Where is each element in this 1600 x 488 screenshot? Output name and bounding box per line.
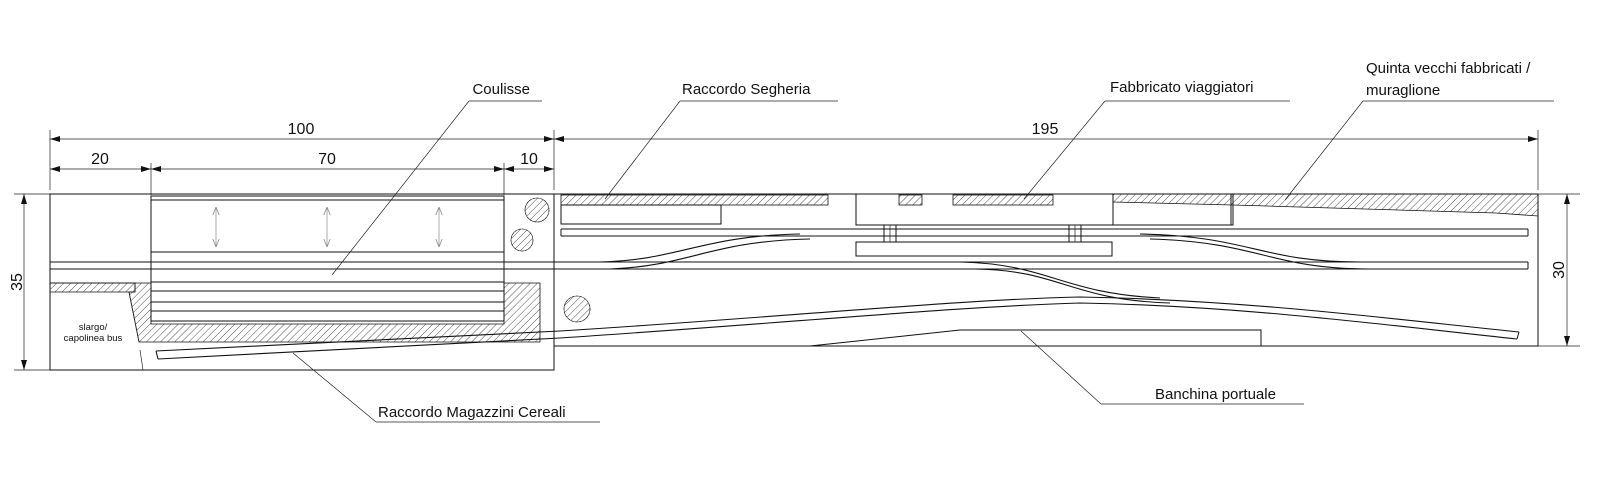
upper-track <box>560 228 1529 237</box>
segheria-building <box>560 204 722 225</box>
label-quinta-line2: muraglione <box>1366 82 1440 99</box>
label-coulisse: Coulisse <box>472 81 530 98</box>
label-raccordo-magazzini: Raccordo Magazzini Cereali <box>378 404 566 421</box>
coulisse-fiddle-yard <box>150 195 505 322</box>
segheria-wall <box>560 194 829 206</box>
label-raccordo-segheria: Raccordo Segheria <box>682 81 811 98</box>
dim-seg-70: 70 <box>318 151 336 168</box>
tree-icon <box>524 197 550 223</box>
dim-height-right: 30 <box>1551 261 1568 279</box>
main-line <box>50 261 1529 270</box>
dimension-lines <box>14 130 1580 371</box>
label-fabbricato-viaggiatori: Fabbricato viaggiatori <box>1110 79 1253 96</box>
station-platform <box>855 241 1113 257</box>
tree-icon <box>563 295 591 323</box>
leader-lines <box>292 100 1554 423</box>
magazzini-siding <box>155 296 1520 360</box>
dim-right-total: 195 <box>1032 121 1059 138</box>
banchina-portuale <box>809 329 1262 347</box>
dim-seg-20: 20 <box>91 151 109 168</box>
quinta-wall <box>1112 193 1539 217</box>
tree-icon <box>510 228 534 252</box>
dim-left-total: 100 <box>288 121 315 138</box>
slargo-corner-wall <box>49 282 136 293</box>
slargo-label-line1: slargo/ <box>79 322 108 333</box>
label-quinta-line1: Quinta vecchi fabbricati / <box>1366 60 1531 77</box>
label-banchina-portuale: Banchina portuale <box>1155 386 1276 403</box>
turnout-curves <box>599 233 1371 304</box>
dim-height-left: 35 <box>9 273 26 291</box>
dim-seg-10: 10 <box>520 151 538 168</box>
quinta-building-outline <box>1112 193 1234 226</box>
slargo-label-line2: capolinea bus <box>64 333 123 344</box>
